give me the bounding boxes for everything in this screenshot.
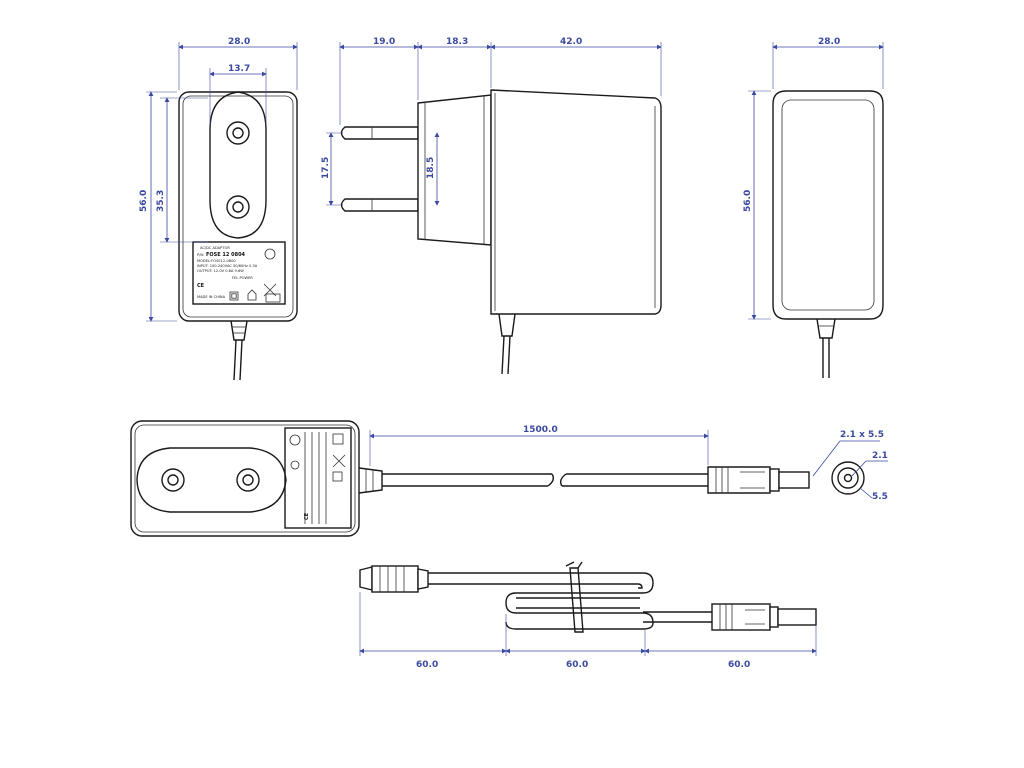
coil-dc-barrel [777,608,817,626]
dc-plug-body [707,466,771,494]
front-view: AC/DC ADAPTOR P/N: FOSE 12 0804 MODEL:FO… [139,37,298,381]
top-pin-hole-right [236,468,260,492]
double-insulation-icon [229,291,239,301]
label-input: INPUT: 100-240VAC 50/60Hz 0.3A [197,264,258,268]
side-view: 19.0 18.3 42.0 17.5 18.5 [321,37,662,375]
dim-cable-length: 1500.0 [523,425,558,435]
side-body [490,89,662,315]
dim-body: 42.0 [560,37,582,47]
top-ce-mark-icon: CE [304,512,310,520]
dim-base: 18.3 [446,37,468,47]
side-strain-relief [498,313,516,337]
dim-front-height: 56.0 [139,190,149,212]
cable-tie [569,567,584,633]
cable-stub [233,339,237,381]
pin-upper [340,126,419,140]
top-plug-outline [136,447,287,513]
cable-end-grip [371,565,419,593]
dc-end-view [831,461,865,495]
back-body [772,90,884,320]
pin-lower [340,198,419,212]
dim-dc-plug-size: 2.1 x 5.5 [840,430,884,440]
dim-back-height: 56.0 [743,190,753,212]
dim-pin-spacing: 17.5 [321,157,331,179]
dim-pin-length: 19.0 [373,37,395,47]
label-pn-prefix: P/N: [197,253,204,257]
dim-pin-spacing-inner: 18.5 [426,157,436,179]
indoor-use-icon [247,289,257,301]
label-title: AC/DC ADAPTOR [200,246,230,250]
dim-front-width: 28.0 [228,37,250,47]
energy-level-icon [264,248,276,260]
ce-mark-icon: CE [197,283,205,289]
dim-plug-height: 35.3 [156,190,166,212]
coiled-cable-view: 60.0 60.0 60.0 [359,561,817,670]
label-output: OUTPUT: 12.0V 0.8A 9.6W [197,269,244,273]
coil-dc-plug [711,603,771,631]
pin-hole-bottom [226,195,250,219]
label-pn: FOSE 12 0804 [206,252,246,258]
top-rating-label [284,427,352,529]
plug-outline [209,91,267,239]
cable-coil [428,572,654,614]
energy-badge-icon [265,293,281,303]
back-view: 28.0 56.0 [743,37,884,378]
label-brand: FEL POWER [232,276,253,280]
label-model: MODEL:FOSE12-0800 [197,259,236,263]
top-strain-relief [358,467,383,494]
cable-end-left [359,566,373,591]
top-view: CE 1500.0 [130,420,888,537]
rating-label [192,241,286,305]
dim-coil-seg-1: 60.0 [416,660,438,670]
top-body [130,420,360,537]
dim-dc-outer: 5.5 [872,492,888,502]
label-origin: MADE IN CHINA [197,295,226,299]
dim-back-width: 28.0 [818,37,840,47]
dim-coil-seg-3: 60.0 [728,660,750,670]
top-pin-hole-left [161,468,185,492]
dim-plug-spacing: 13.7 [228,64,250,74]
dim-coil-seg-2: 60.0 [566,660,588,670]
strain-relief [230,320,248,341]
pin-hole-top [226,121,250,145]
dc-barrel [778,471,810,489]
back-strain-relief [816,318,836,339]
dim-dc-inner: 2.1 [872,451,888,461]
